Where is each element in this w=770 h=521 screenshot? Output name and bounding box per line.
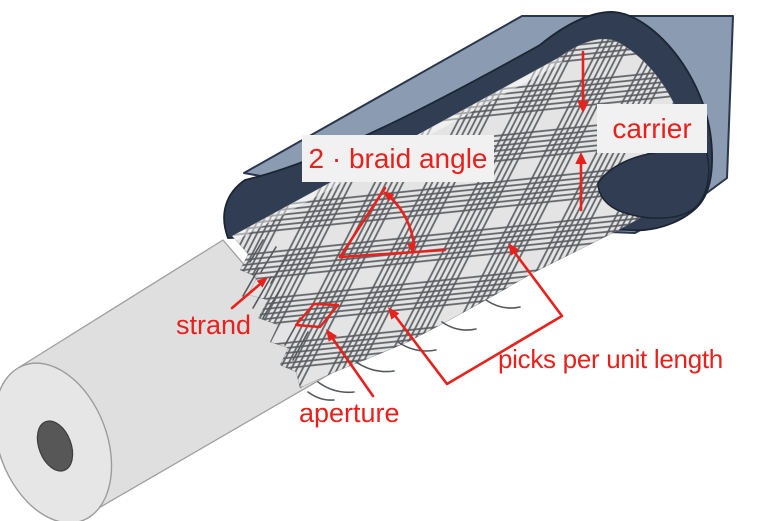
carrier-arrowhead-up (575, 152, 587, 164)
picks-per-unit-length-label: picks per unit length (498, 344, 723, 374)
braid-angle-ray-flat (338, 248, 447, 259)
picks-bracket (394, 251, 564, 386)
braid-angle-label: 2 · braid angle (302, 135, 494, 182)
strand-label: strand (176, 310, 252, 340)
mandrel-core-hole (36, 420, 74, 472)
aperture-label: aperture (299, 398, 400, 428)
strand-tips (242, 239, 521, 401)
carrier-label: carrier (597, 104, 707, 153)
braid-angle-arc-arrowhead-bottom (407, 242, 416, 254)
braiding-ring-front (597, 149, 710, 219)
strand-arrowhead (256, 277, 268, 288)
annotation-arrowheads (256, 101, 589, 342)
annotations (230, 50, 585, 398)
picks-arrowhead-left (388, 307, 400, 320)
carrier-arrowhead-down (577, 101, 589, 113)
picks-arrowhead-right (508, 243, 520, 256)
braid-angle-ray-steep (338, 186, 387, 259)
strand-arrow-line (230, 283, 261, 310)
aperture-arrow-line (331, 337, 375, 398)
braid-angle-arc (388, 195, 416, 248)
braid-angle-arc-arrowhead-top (383, 191, 395, 202)
aperture-outline (294, 302, 340, 329)
aperture-arrowhead (326, 329, 337, 342)
